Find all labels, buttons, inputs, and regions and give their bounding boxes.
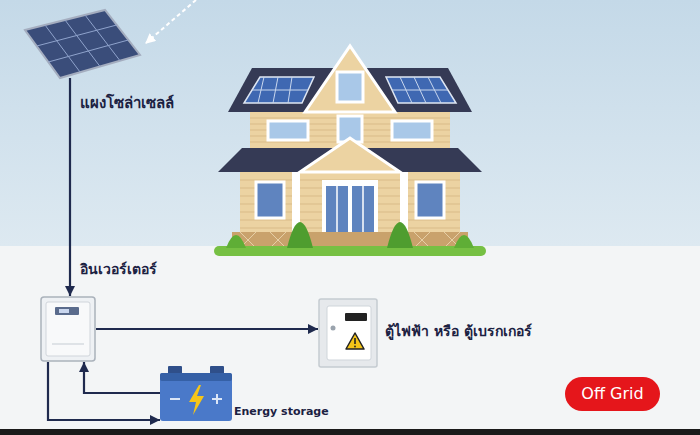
solar-panel-icon <box>37 15 129 72</box>
ground <box>0 246 700 430</box>
breaker-cabinet-icon <box>354 338 356 344</box>
flow-connector <box>84 362 160 393</box>
house-illustration <box>214 46 486 256</box>
house-illustration <box>392 121 432 140</box>
battery-storage-icon <box>170 398 180 400</box>
flow-connector <box>96 328 318 330</box>
solar-panel-icon <box>85 15 120 61</box>
breaker-cabinet-icon <box>354 346 356 348</box>
flow-connector <box>48 362 160 420</box>
inverter-box: อินเวอร์เตอร์ <box>40 296 96 362</box>
house-illustration <box>300 138 400 172</box>
house-illustration <box>414 232 430 248</box>
breaker-cabinet-icon <box>346 333 364 349</box>
battery-storage-icon <box>160 365 232 422</box>
breaker-cabinet-icon <box>318 298 378 368</box>
house-illustration <box>454 235 474 248</box>
house-illustration <box>240 232 460 248</box>
node-label: แผงโซล่าเซลล์ <box>80 94 174 112</box>
solar-panel-icon <box>37 25 117 46</box>
roof-solar-panel <box>258 77 264 103</box>
battery-storage-icon <box>210 366 224 374</box>
battery-storage-icon <box>216 394 218 404</box>
house-illustration <box>414 232 430 248</box>
house-illustration <box>336 186 338 234</box>
node-label: Energy storage <box>234 405 329 418</box>
house-illustration <box>256 182 284 218</box>
inverter-box-icon <box>40 296 96 362</box>
inverter-box-icon <box>59 309 69 313</box>
breaker-cabinet-icon <box>327 306 371 360</box>
roof-solar-panel <box>252 90 308 91</box>
solar-panel-icon <box>25 10 140 78</box>
house-illustration <box>270 232 286 248</box>
house-illustration <box>305 46 395 112</box>
house-illustration <box>270 232 286 248</box>
roof-solar-panel <box>273 77 278 103</box>
sunlight-arrow <box>146 0 196 43</box>
node-label: ตู้ไฟฟ้า หรือ ตู้เบรกเกอร์ <box>385 323 532 340</box>
breaker-cabinet-icon <box>331 326 336 331</box>
battery-storage-icon <box>168 366 182 374</box>
house-illustration <box>337 72 363 102</box>
house-illustration <box>416 182 444 218</box>
roof-solar-panel <box>428 77 441 103</box>
battery-storage-icon <box>160 373 232 381</box>
house-illustration <box>362 186 364 234</box>
node-label: Off Grid <box>581 384 643 403</box>
house-illustration <box>326 186 348 234</box>
inverter-box-icon <box>52 344 84 345</box>
house-illustration <box>287 222 313 248</box>
roof-solar-panel <box>400 77 412 103</box>
house-illustration <box>226 235 246 248</box>
roof-solar-panel <box>288 77 292 103</box>
roof-solar-panel <box>414 77 426 103</box>
node-label: อินเวอร์เตอร์ <box>80 261 157 278</box>
house-illustration <box>232 232 468 248</box>
solar-panel-icon <box>25 10 140 78</box>
solar-panel: แผงโซล่าเซลล์ <box>25 10 140 78</box>
inverter-box-icon <box>41 297 95 361</box>
house-illustration <box>240 172 460 234</box>
sky <box>0 0 700 246</box>
breaker-cabinet-icon <box>319 299 377 367</box>
inverter-box-icon <box>46 302 90 356</box>
solar-panel-icon <box>45 25 80 72</box>
house-illustration <box>214 246 486 256</box>
flow-connector <box>69 78 71 296</box>
house-illustration <box>387 222 413 248</box>
battery-storage-icon <box>160 373 232 421</box>
house-illustration <box>268 121 308 140</box>
battery-storage: Energy storage <box>160 365 232 422</box>
breaker-cabinet: ตู้ไฟฟ้า หรือ ตู้เบรกเกอร์ <box>318 298 378 368</box>
status-badge: Off Grid <box>565 377 660 411</box>
roof-solar-panel <box>386 77 456 103</box>
breaker-cabinet-icon <box>345 313 367 321</box>
house-illustration <box>352 186 374 234</box>
solar-panel-icon <box>48 40 128 62</box>
roof-solar-panel <box>244 77 314 103</box>
inverter-box-icon <box>55 307 79 315</box>
bottom-bar <box>0 429 700 435</box>
battery-storage-icon <box>189 385 204 415</box>
house-illustration <box>322 180 378 234</box>
